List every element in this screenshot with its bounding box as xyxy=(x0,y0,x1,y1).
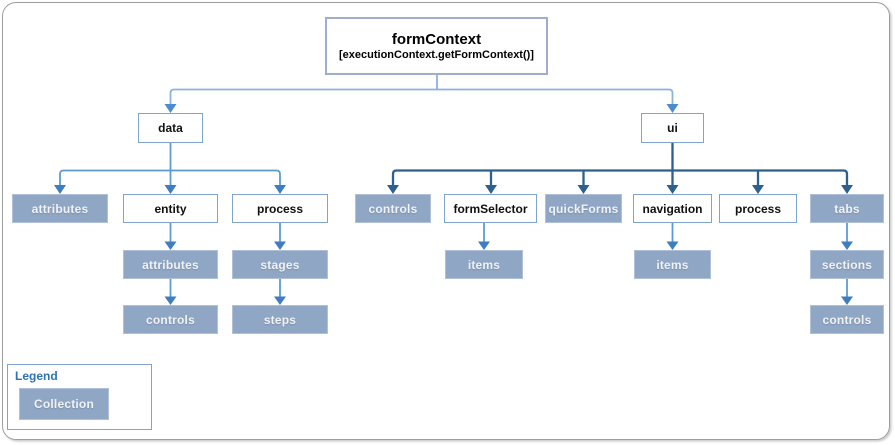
arrowheads-ui xyxy=(387,185,853,194)
outer-frame xyxy=(2,2,890,440)
connectors-sub xyxy=(169,223,848,297)
node-formselector: formSelector xyxy=(444,194,537,223)
node-process-steps: steps xyxy=(232,305,328,334)
arrowheads-sub xyxy=(164,241,853,305)
node-navigation-items: items xyxy=(634,250,711,279)
arrowheads-data xyxy=(54,185,286,194)
node-entity-attributes: attributes xyxy=(123,250,218,279)
node-process-stages: stages xyxy=(232,250,328,279)
connectors-ui xyxy=(391,143,849,185)
legend-title: Legend xyxy=(15,369,58,383)
node-formcontext-subtitle: [executionContext.getFormContext()] xyxy=(339,48,534,61)
node-ui: ui xyxy=(641,113,704,143)
node-formselector-items: items xyxy=(445,250,523,279)
legend-collection-chip: Collection xyxy=(19,388,109,420)
node-entity-controls: controls xyxy=(123,305,218,334)
node-formcontext-title: formContext xyxy=(391,30,482,48)
node-data: data xyxy=(138,113,203,143)
connectors-top xyxy=(169,75,674,105)
node-ui-controls: controls xyxy=(355,194,431,223)
node-navigation: navigation xyxy=(633,194,712,223)
node-formcontext: formContext [executionContext.getFormCon… xyxy=(325,17,548,75)
node-data-process: process xyxy=(232,194,328,223)
legend: Legend Collection xyxy=(7,364,152,430)
node-ui-process: process xyxy=(719,194,797,223)
node-data-attributes: attributes xyxy=(12,194,108,223)
node-quickforms: quickForms xyxy=(545,194,622,223)
connectors-data xyxy=(59,143,281,185)
node-entity: entity xyxy=(123,194,218,223)
node-tabs: tabs xyxy=(810,194,884,223)
node-tabs-sections: sections xyxy=(810,250,884,279)
node-sections-controls: controls xyxy=(810,305,884,334)
arrowheads-top xyxy=(164,104,679,113)
